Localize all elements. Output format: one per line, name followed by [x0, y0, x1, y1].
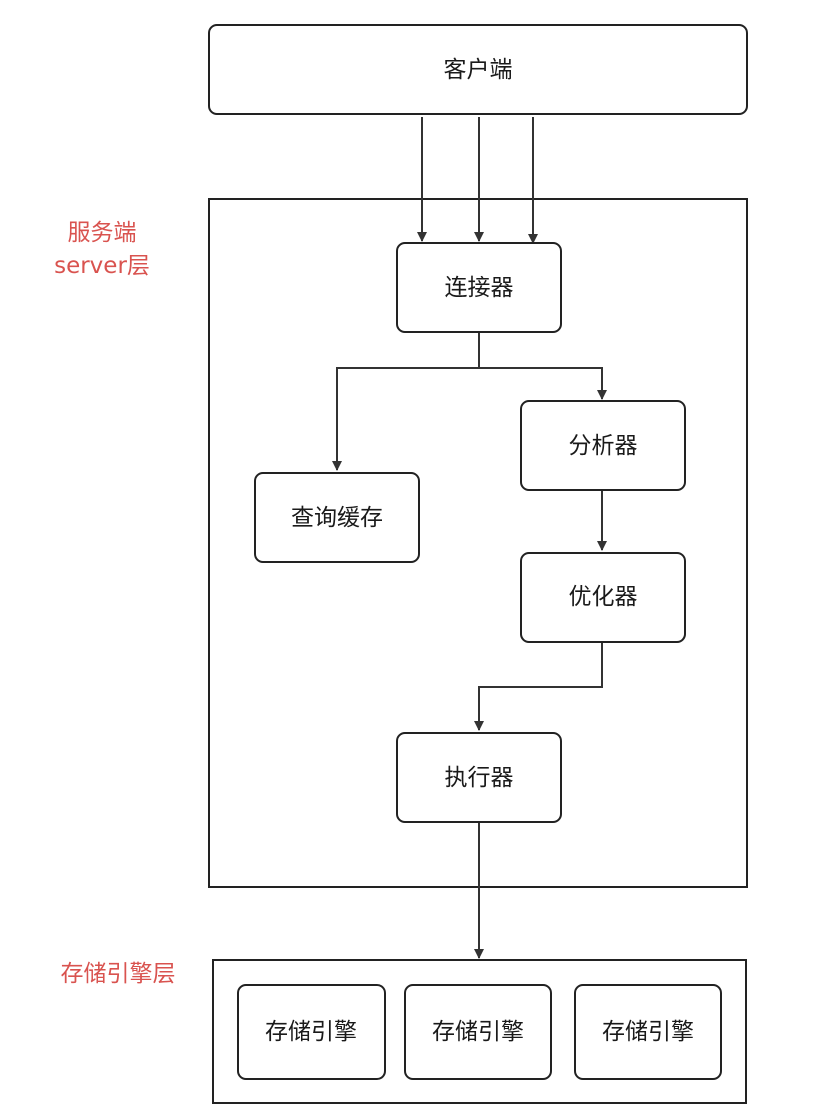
- node-analyzer: 分析器: [520, 400, 686, 491]
- node-client-label: 客户端: [444, 57, 513, 83]
- node-connector: 连接器: [396, 242, 562, 333]
- node-client: 客户端: [208, 24, 748, 115]
- node-executor: 执行器: [396, 732, 562, 823]
- node-storage-engine-2: 存储引擎: [404, 984, 552, 1080]
- edge-connector-query-cache: [332, 333, 480, 471]
- storage-layer-label: 存储引擎层: [61, 961, 176, 987]
- node-query-cache-label: 查询缓存: [291, 505, 383, 531]
- node-storage-engine-3: 存储引擎: [574, 984, 722, 1080]
- edge-optimizer-executor: [474, 642, 603, 731]
- edge-connector-analyzer: [479, 367, 607, 400]
- node-storage-engine-3-label: 存储引擎: [602, 1019, 694, 1045]
- node-query-cache: 查询缓存: [254, 472, 420, 563]
- node-storage-engine-1-label: 存储引擎: [265, 1019, 357, 1045]
- storage-layer-frame: [212, 959, 747, 1104]
- node-executor-label: 执行器: [445, 765, 514, 791]
- node-connector-label: 连接器: [445, 275, 514, 301]
- node-analyzer-label: 分析器: [569, 433, 638, 459]
- server-layer-label-line2: server层: [54, 253, 150, 279]
- node-optimizer-label: 优化器: [569, 584, 638, 610]
- node-storage-engine-2-label: 存储引擎: [432, 1019, 524, 1045]
- node-optimizer: 优化器: [520, 552, 686, 643]
- server-layer-label-line1: 服务端: [68, 220, 137, 246]
- node-storage-engine-1: 存储引擎: [237, 984, 386, 1080]
